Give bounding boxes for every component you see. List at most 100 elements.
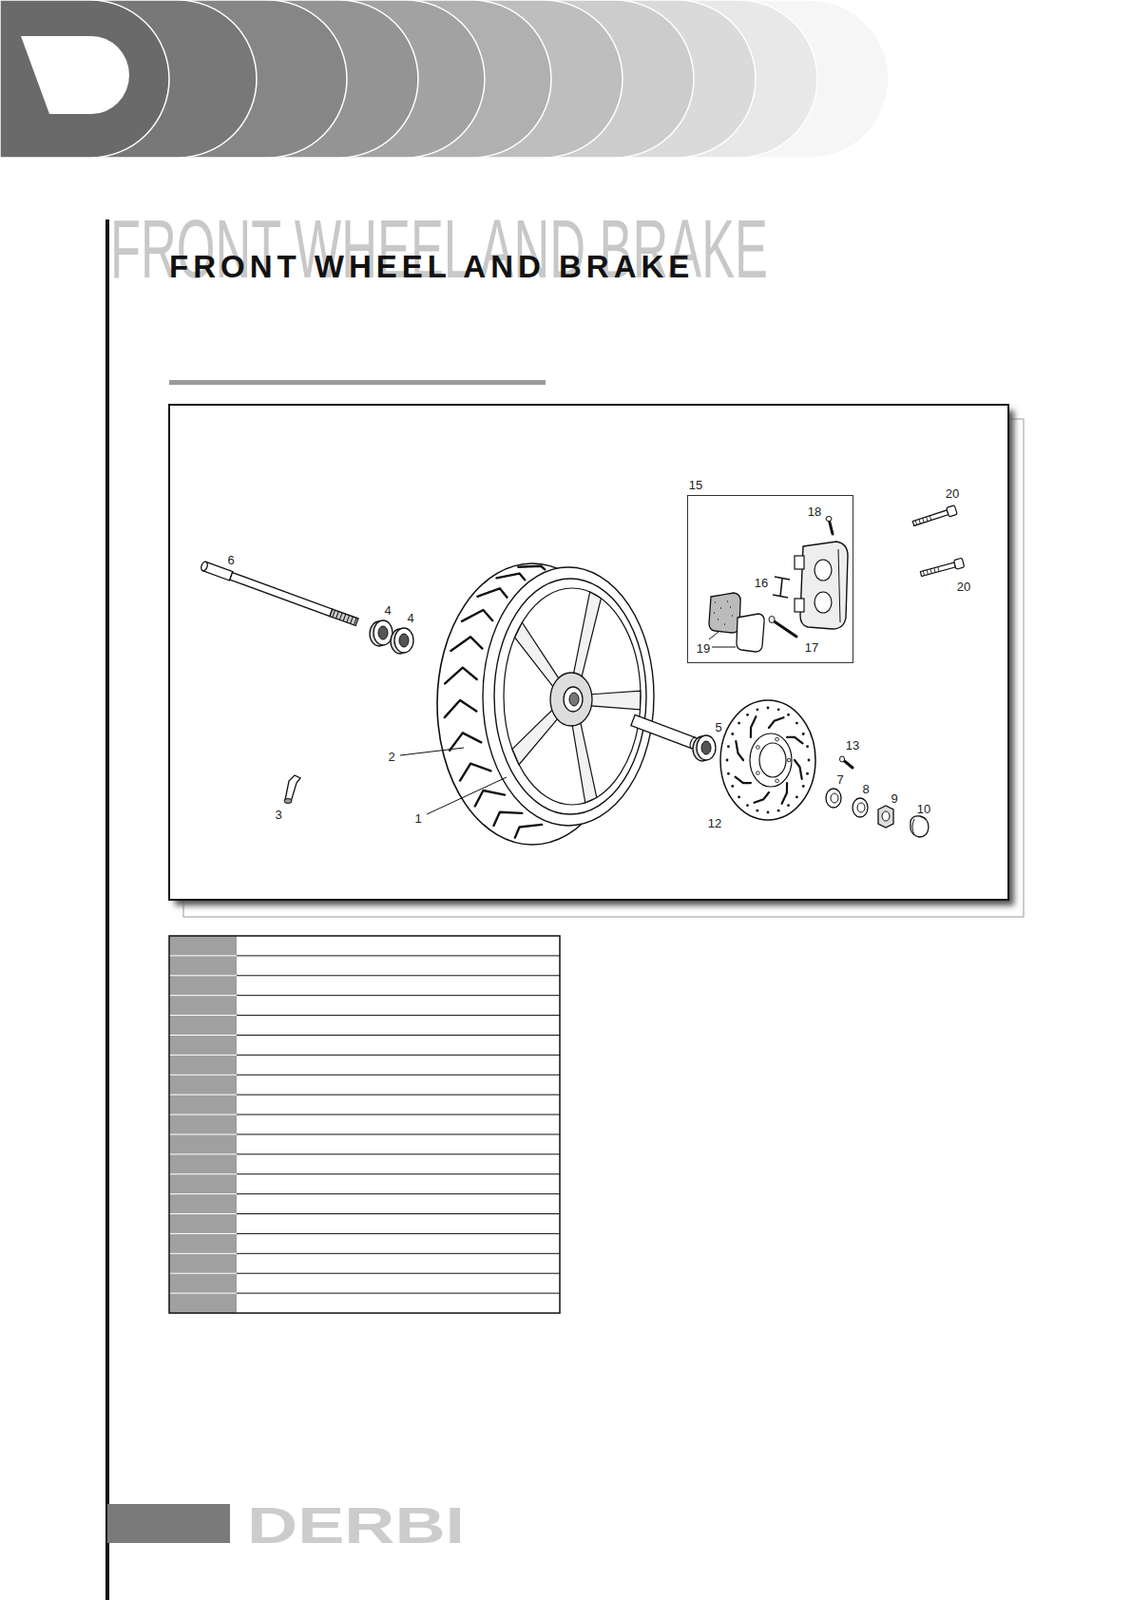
parts-table xyxy=(169,1035,237,1036)
brake-disc xyxy=(735,741,744,761)
brand-logo: DERBI xyxy=(247,1500,465,1552)
callout-number: 20 xyxy=(957,580,971,594)
brake-disc xyxy=(727,745,730,748)
axle-spacer xyxy=(631,714,699,749)
diagram-frame xyxy=(169,404,1024,918)
wheel-spoke xyxy=(587,690,641,710)
axle-spacer xyxy=(631,714,699,749)
callout-number: 7 xyxy=(836,773,844,786)
axle-nut xyxy=(878,805,894,828)
callout-number: 16 xyxy=(754,576,768,590)
axle-spacer xyxy=(631,714,696,748)
caliper-bolt xyxy=(922,567,940,576)
parts-table xyxy=(169,1193,237,1195)
header-logo-band xyxy=(0,0,889,158)
parts-table xyxy=(169,936,560,1314)
caliper-bolt xyxy=(920,557,965,579)
bleed-screw xyxy=(825,517,832,522)
part-group-box: 1518161917 xyxy=(687,495,854,664)
brake-disc xyxy=(786,737,803,745)
parts-table xyxy=(169,1233,237,1235)
brake-caliper xyxy=(800,541,848,630)
header-logo-band xyxy=(0,0,257,158)
header-logo-band xyxy=(0,0,347,158)
tyre-valve xyxy=(284,775,301,805)
brake-disc xyxy=(777,809,781,813)
wheel-assembly xyxy=(550,672,593,727)
callout-number: 19 xyxy=(696,642,710,655)
caliper-bolt xyxy=(911,505,958,529)
brake-disc xyxy=(782,783,787,805)
tyre-tread xyxy=(515,824,542,839)
tyre-tread xyxy=(450,636,482,652)
parts-table xyxy=(169,1253,237,1255)
bleed-screw xyxy=(825,517,833,536)
tyre-tread xyxy=(517,566,545,571)
callout-number: 8 xyxy=(862,783,869,796)
parts-table xyxy=(236,1233,560,1235)
tyre-valve xyxy=(284,799,292,805)
washer xyxy=(830,793,839,804)
axle-part xyxy=(329,609,359,626)
brake-disc xyxy=(730,732,734,736)
parts-table xyxy=(236,1173,560,1175)
tyre-tread xyxy=(444,700,478,718)
pad-pin xyxy=(768,616,775,624)
parts-table xyxy=(236,1054,560,1056)
brake-disc xyxy=(795,795,799,799)
wheel-assembly xyxy=(437,563,654,845)
brake-disc xyxy=(720,700,816,821)
parts-table xyxy=(169,1074,237,1076)
brake-disc xyxy=(805,745,809,748)
brake-disc xyxy=(756,771,761,776)
washer xyxy=(852,798,868,818)
callout-number: 18 xyxy=(807,505,822,518)
pad-spring xyxy=(772,576,790,598)
parts-table xyxy=(169,1213,237,1215)
brake-disc xyxy=(749,733,792,787)
washer xyxy=(825,788,842,808)
brake-caliper xyxy=(814,592,832,614)
pad-spring xyxy=(772,576,790,598)
parts-table xyxy=(236,1213,560,1215)
brake-disc xyxy=(777,708,781,711)
brake-disc xyxy=(737,722,741,726)
caliper-bolt xyxy=(953,557,964,570)
page-title: FRONT WHEEL AND BRAKE xyxy=(169,250,694,283)
brake-disc xyxy=(775,779,780,784)
tyre-tread xyxy=(475,790,505,806)
parts-table xyxy=(169,1114,237,1116)
header-logo-band xyxy=(0,0,818,158)
wheel-bearing xyxy=(692,735,716,762)
wheel-assembly xyxy=(569,692,579,707)
parts-table xyxy=(236,975,560,977)
margin-rule xyxy=(105,219,110,1600)
axle-part xyxy=(199,560,209,572)
brake-disc xyxy=(754,792,769,804)
parts-table xyxy=(169,1133,237,1135)
leader-line xyxy=(400,747,464,756)
tyre-tread xyxy=(460,764,491,782)
axle-part xyxy=(199,560,359,627)
nut-cap xyxy=(912,819,915,836)
header-logo-band xyxy=(0,0,170,158)
parts-table xyxy=(169,1273,237,1275)
brake-disc xyxy=(766,707,770,710)
wheel-assembly xyxy=(503,588,641,806)
brake-disc xyxy=(735,777,751,785)
brake-disc xyxy=(768,717,784,729)
brake-disc xyxy=(746,713,749,717)
diagram-frame xyxy=(169,404,1009,901)
tyre-tread xyxy=(493,812,522,826)
callout-number: 6 xyxy=(227,554,234,567)
callout-number: 5 xyxy=(714,721,722,734)
callout-number: 4 xyxy=(383,604,391,617)
brake-pad xyxy=(713,601,733,625)
callout-number: 1 xyxy=(414,812,422,825)
wheel-assembly xyxy=(494,578,647,815)
callout-number: 9 xyxy=(890,792,898,806)
header-logo-band xyxy=(0,0,694,158)
tyre-tread xyxy=(497,574,526,581)
caliper-bolt xyxy=(915,516,932,526)
